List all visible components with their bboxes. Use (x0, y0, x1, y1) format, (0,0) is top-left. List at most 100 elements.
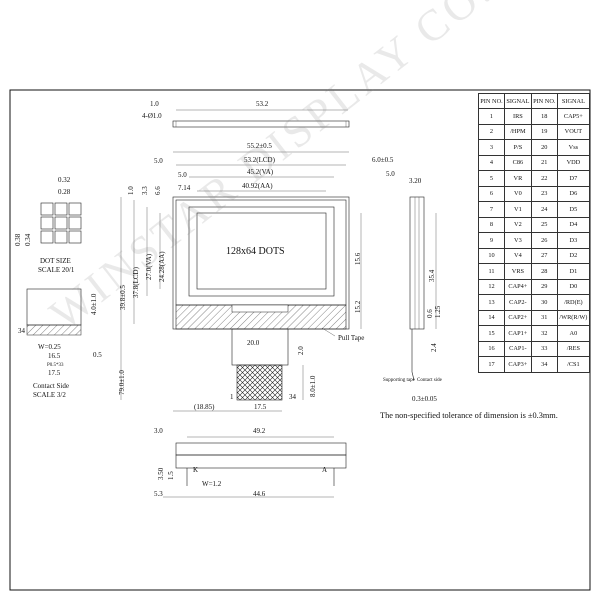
dim-w-0-25: W=0.25 (38, 343, 61, 351)
dim-0-38: 0.38 (14, 233, 22, 246)
dim-0-6: 0.6 (426, 309, 434, 318)
signal-cell: D3 (556, 232, 591, 249)
pin-number-cell: 31 (530, 309, 558, 326)
contact-side-side-label: Contact side (417, 378, 443, 383)
dim-20-0: 20.0 (247, 339, 260, 347)
signal-cell: V1 (504, 201, 532, 218)
side-view: 6.0±0.5 5.0 3.20 35.4 0.6 1.25 2.4 Suppo… (372, 156, 443, 403)
pin-number-cell: 32 (530, 325, 558, 342)
dim-1-5: 1.5 (167, 471, 175, 480)
signal-header: SIGNAL (504, 93, 532, 109)
signal-cell: /HPM (504, 123, 532, 140)
pin-number-cell: 4 (478, 154, 505, 171)
dim-79-0: 79.0±1.0 (118, 370, 126, 395)
dim-4-0: 4.0±1.0 (90, 293, 98, 315)
dim-1-0-left: 1.0 (127, 186, 135, 195)
signal-cell: D4 (556, 216, 591, 233)
signal-cell: V2 (504, 216, 532, 233)
pin-number-cell: 34 (530, 356, 558, 373)
pin-number-cell: 23 (530, 185, 558, 202)
dim-15-6: 15.6 (354, 252, 362, 265)
pin-number-cell: 3 (478, 139, 505, 156)
signal-cell: D1 (556, 263, 591, 280)
dim-0-32: 0.32 (58, 176, 71, 184)
dim-18-85: (18.85) (194, 403, 215, 411)
dim-44-6: 44.6 (253, 490, 266, 498)
dim-0-28: 0.28 (58, 188, 71, 196)
signal-cell: CAP4+ (504, 278, 532, 295)
signal-cell: A0 (556, 325, 591, 342)
dim-27-0-va: 27.0(VA) (145, 253, 153, 280)
pin-number-cell: 13 (478, 294, 505, 311)
bottom-view: 3.0 49.2 3.50 1.5 K A W=1.2 5.3 44.6 (154, 427, 347, 498)
module-side-profile (409, 196, 425, 330)
signal-cell: /RES (556, 340, 591, 357)
top-edge-view (172, 120, 350, 128)
dim-49-2: 49.2 (253, 427, 266, 435)
pin-number-cell: 15 (478, 325, 505, 342)
dim-53-2-lcd: 53.2(LCD) (244, 156, 276, 164)
pin-number-cell: 1 (478, 108, 505, 125)
dim-39-8: 39.8±0.5 (119, 285, 127, 310)
pin-number-cell: 29 (530, 278, 558, 295)
pin-no-header: PIN NO. (478, 93, 505, 109)
dim-pitch: P0.5*33 (47, 363, 64, 368)
signal-cell: CAP5+ (556, 108, 591, 125)
active-area (196, 212, 327, 290)
pin-number-cell: 33 (530, 340, 558, 357)
dim-5-0: 5.0 (178, 171, 187, 179)
dim-0-34: 0.34 (24, 233, 32, 246)
dim-3-3: 3.3 (141, 186, 149, 195)
signal-cell: IRS (504, 108, 532, 125)
signal-cell: V3 (504, 232, 532, 249)
dim-0-5: 0.5 (93, 351, 102, 359)
pin-number-cell: 11 (478, 263, 505, 280)
dim-5-0-side: 5.0 (386, 170, 395, 178)
pin-table-header: PIN NO. SIGNAL PIN NO. SIGNAL (478, 93, 591, 109)
signal-cell: V4 (504, 247, 532, 264)
fpc-contacts (236, 364, 283, 401)
pin-number-cell: 22 (530, 170, 558, 187)
pin-number-cell: 30 (530, 294, 558, 311)
dot-size-detail: 0.32 0.28 0.38 0.34 DOT SIZE SCALE 20/1 (14, 176, 82, 274)
dim-2-0: 2.0 (297, 346, 305, 355)
dim-2-4: 2.4 (430, 343, 438, 352)
signal-cell: CAP2+ (504, 309, 532, 326)
dim-45-2-va: 45.2(VA) (247, 168, 274, 176)
signal-cell: P/S (504, 139, 532, 156)
dim-17-5-contact: 17.5 (48, 369, 61, 377)
dim-24-28-aa: 24.28(AA) (158, 251, 166, 282)
pin-number-cell: 28 (530, 263, 558, 280)
signal-cell: C86 (504, 154, 532, 171)
pin-number-cell: 8 (478, 216, 505, 233)
drawing-frame (9, 89, 591, 591)
dot-size-title: DOT SIZE (40, 257, 71, 265)
tolerance-note: The non-specified tolerance of dimension… (380, 411, 558, 420)
dot-size-scale: SCALE 20/1 (38, 266, 75, 274)
dim-17-5-fpc: 17.5 (254, 403, 267, 411)
fpc-pin-1: 1 (230, 393, 234, 401)
dim-5-3: 5.3 (154, 490, 163, 498)
contact-side-scale: SCALE 3/2 (33, 391, 66, 399)
dim-6-0: 6.0±0.5 (372, 156, 394, 164)
dim-15-2: 15.2 (354, 300, 362, 313)
dim-16-5: 16.5 (48, 352, 61, 360)
dim-8-0: 8.0±1.0 (309, 375, 317, 397)
dim-0-3: 0.3±0.05 (412, 395, 437, 403)
pin-number-cell: 17 (478, 356, 505, 373)
dim-7-14: 7.14 (178, 184, 191, 192)
dim-w-1-2: W=1.2 (202, 480, 222, 488)
fpc-pin-34: 34 (289, 393, 297, 401)
